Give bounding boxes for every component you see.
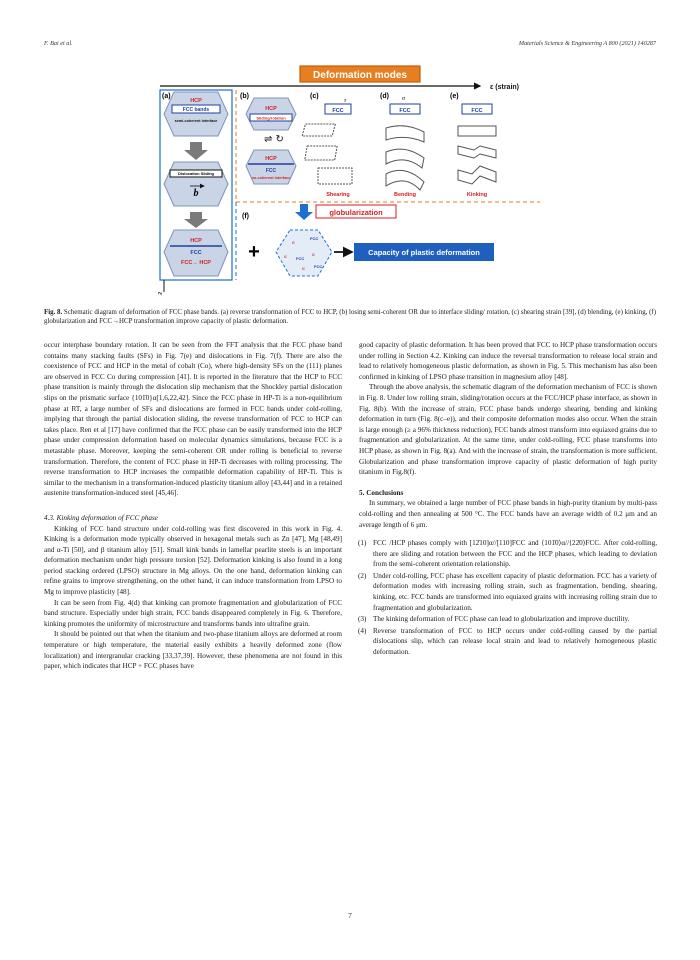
svg-text:HCP: HCP [190, 98, 202, 104]
svg-text:Dislocation Sliding: Dislocation Sliding [178, 171, 215, 176]
left-paragraph-3: It can be seen from Fig. 4(d) that kinki… [44, 598, 342, 628]
svg-text:α: α [302, 267, 305, 272]
svg-text:Kinking: Kinking [467, 192, 487, 198]
list-item: (1)FCC /HCP phases comply with [12̄10]α/… [358, 539, 657, 569]
list-item: (2)Under cold-rolling, FCC phase has exc… [358, 571, 657, 612]
svg-text:Bending: Bending [394, 192, 416, 198]
panel-label-c: (c) [310, 93, 319, 100]
panel-label-e: (e) [450, 93, 459, 100]
right-column: good capacity of plastic deformation. It… [358, 340, 657, 659]
capacity-box [354, 243, 494, 261]
banner-title: Deformation modes [313, 70, 407, 81]
svg-text:HCP: HCP [265, 156, 277, 162]
svg-text:globularization: globularization [329, 208, 383, 217]
list-item: (4)Reverse transformation of FCC to HCP … [358, 626, 657, 657]
svg-text:Sliding/rotation: Sliding/rotation [256, 116, 286, 121]
svg-text:FCC: FCC [471, 108, 482, 114]
svg-text:Shearing: Shearing [326, 192, 350, 198]
hcp-hexagon-mid [163, 161, 229, 207]
svg-text:b: b [194, 188, 199, 199]
svg-text:σ: σ [402, 96, 406, 102]
svg-text:α: α [292, 241, 295, 246]
svg-text:Capacity of plastic deformatio: Capacity of plastic deformation [368, 248, 480, 257]
list-item: (3)The kinking deformation of FCC phase … [358, 615, 630, 624]
panel-label-a: (a) [162, 93, 171, 100]
section-heading-5: 5. Conclusions [359, 488, 404, 497]
svg-text:HCP: HCP [190, 238, 202, 244]
globular-hexagon [275, 229, 333, 277]
left-paragraph-1: occur interphase boundary rotation. It c… [44, 341, 342, 498]
svg-text:FCC: FCC [314, 264, 322, 269]
page-number: 7 [348, 912, 352, 920]
section-heading-4-3: 4.3. Kinking deformation of FCC phase [44, 513, 158, 522]
left-column: occur interphase boundary rotation. It c… [44, 340, 342, 672]
panel-a-frame [159, 89, 233, 281]
svg-text:FCC: FCC [332, 108, 343, 114]
left-paragraph-2: Kinking of FCC band structure under cold… [44, 524, 342, 597]
figure-8-schematic: Deformation modes ε (strain) (a) (b) (c)… [156, 65, 540, 296]
svg-text:FCC: FCC [310, 236, 318, 241]
running-header-authors: F. Bai et al. [44, 40, 73, 47]
right-paragraph-2: Through the above analysis, the schemati… [359, 383, 657, 477]
svg-text:α: α [284, 255, 287, 260]
svg-text:FCC→ HCP: FCC→ HCP [181, 260, 211, 266]
caption-label: Fig. 8. [44, 309, 63, 316]
svg-text:ε: ε [156, 292, 165, 296]
conclusions-list: (1)FCC /HCP phases comply with [12̄10]α/… [358, 538, 657, 658]
svg-text:FCC: FCC [296, 256, 304, 261]
banner-box [299, 65, 421, 83]
panel-label-b: (b) [240, 93, 249, 100]
hcp-hexagon-bottom [163, 229, 229, 277]
svg-text:α: α [312, 253, 315, 258]
running-header-journal: Materials Science & Engineering A 800 (2… [518, 40, 656, 47]
svg-text:FCC bands: FCC bands [183, 107, 210, 113]
right-paragraph-3: In summary, we obtained a large number o… [359, 499, 657, 529]
hcp-hexagon-top [163, 91, 229, 137]
strain-axis-label: ε (strain) [490, 84, 519, 91]
svg-text:FCC: FCC [190, 250, 201, 256]
svg-text:+: + [248, 241, 260, 263]
svg-text:semi-coherent interface: semi-coherent interface [175, 119, 218, 123]
svg-text:τ: τ [344, 98, 347, 104]
panel-label-f: (f) [242, 213, 249, 220]
figure-caption: Fig. 8. Schematic diagram of deformation… [44, 308, 656, 327]
caption-text: Schematic diagram of deformation of FCC … [44, 309, 656, 326]
svg-text:⇌ ↻: ⇌ ↻ [264, 134, 284, 145]
left-paragraph-4: It should be pointed out that when the t… [44, 630, 342, 671]
svg-text:FCC: FCC [266, 168, 277, 174]
svg-text:HCP: HCP [265, 106, 277, 112]
svg-text:no-coherent interface: no-coherent interface [252, 176, 291, 180]
right-paragraph-1: good capacity of plastic deformation. It… [359, 341, 657, 381]
panel-label-d: (d) [380, 93, 389, 100]
svg-text:FCC: FCC [399, 108, 410, 114]
